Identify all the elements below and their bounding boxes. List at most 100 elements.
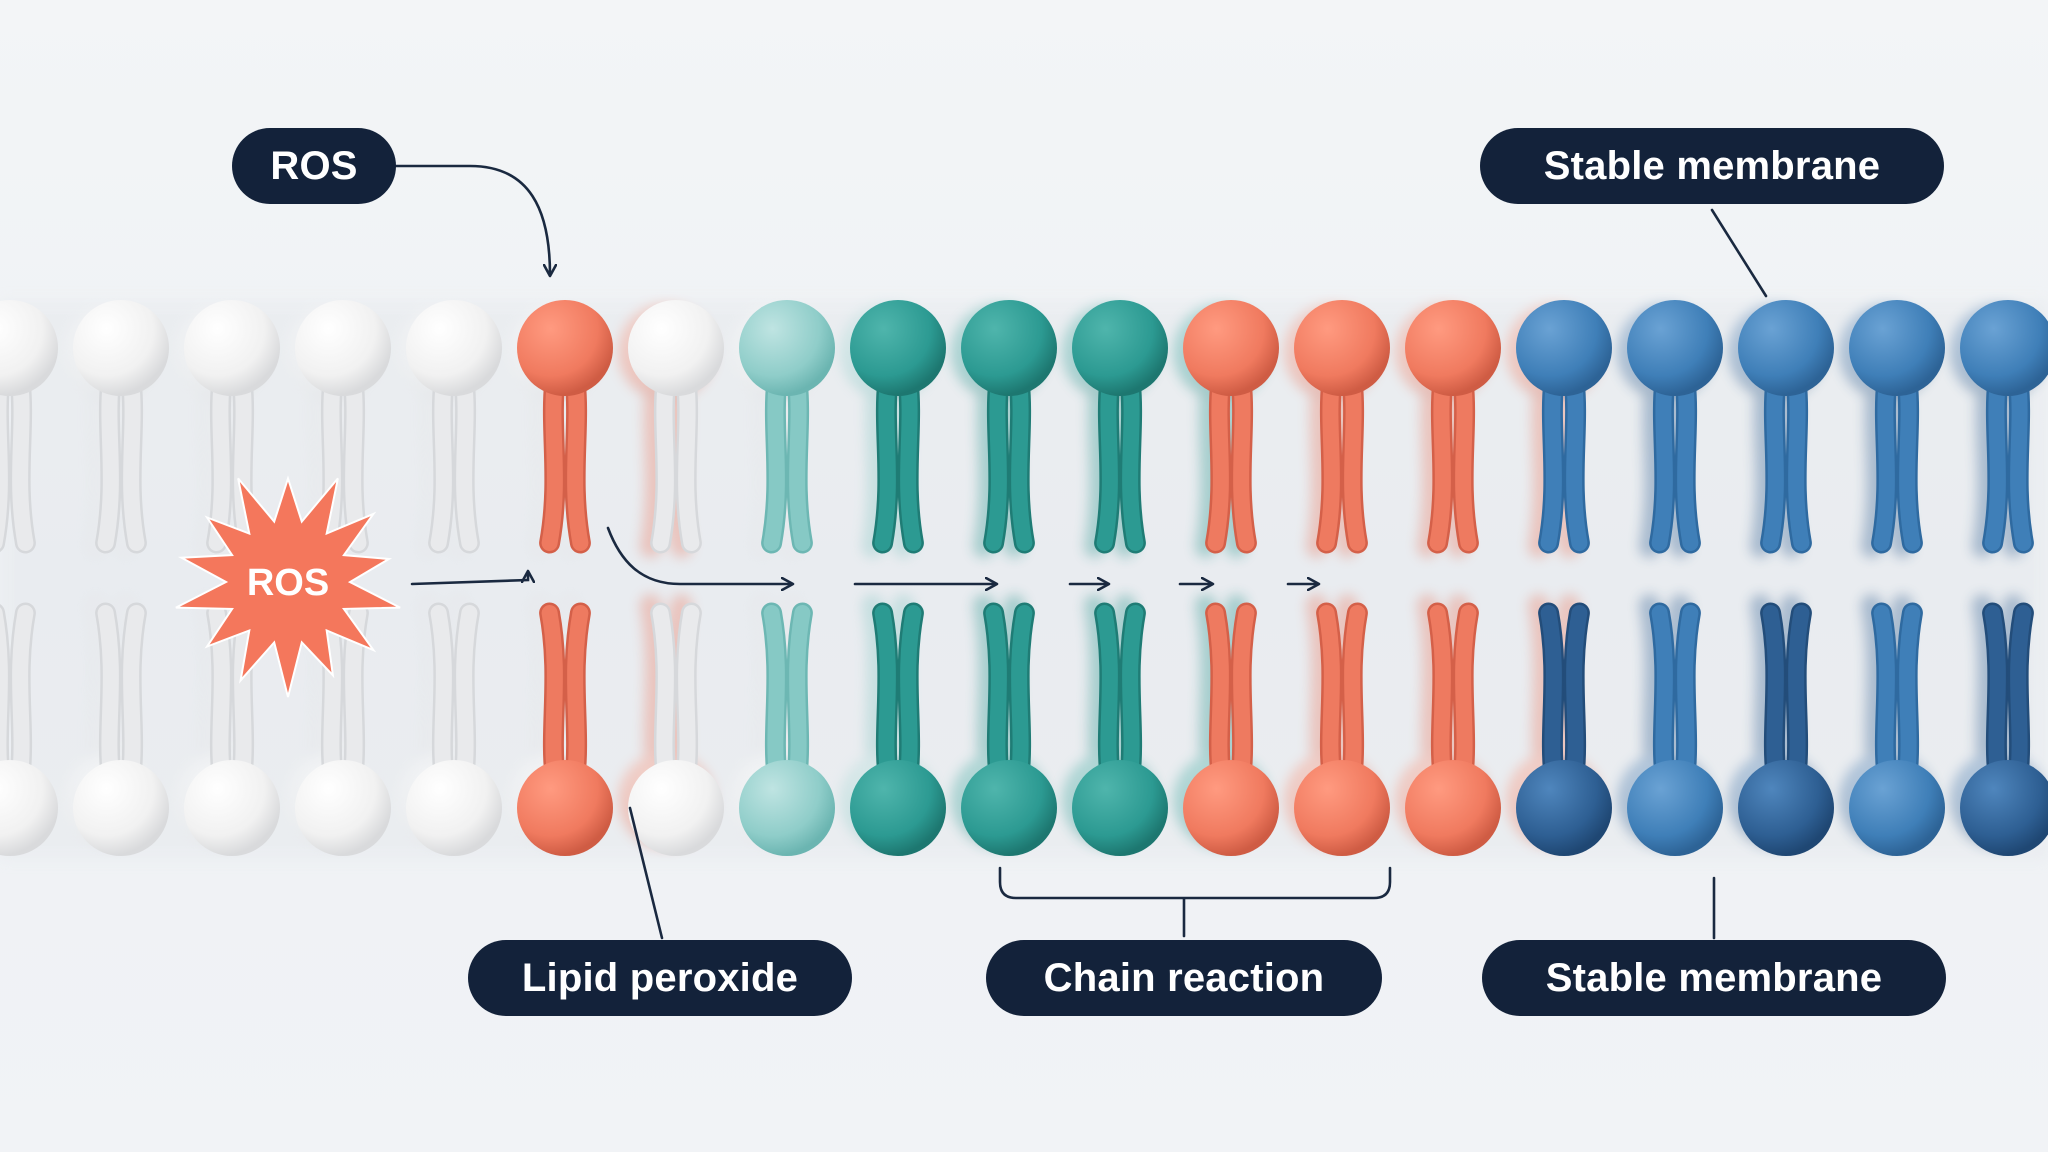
lipid-tail-highlight [1762,370,1785,551]
lipid-tail-highlight [788,605,811,786]
lipid-tail-highlight [788,370,811,551]
lipid-tail-highlight [97,605,120,786]
lipid-head [1960,300,2048,396]
lipid-tail-highlight [1121,370,1144,551]
lipid-tail-highlight [763,605,786,786]
lipid-head [1516,760,1612,856]
lipid-tail-highlight [319,370,342,551]
lipid-tail-highlight [1787,605,1810,786]
lipid-tail-highlight [455,370,478,551]
lipid-molecule-bottom-10 [1072,602,1168,856]
lipid-head [0,760,58,856]
lipid-head [961,300,1057,396]
lipid-tail-highlight [899,605,922,786]
lipid-tail-highlight [874,605,897,786]
lipid-tail-highlight [1762,605,1785,786]
lipid-molecule-bottom-15 [1627,602,1723,856]
lipid-head [184,760,280,856]
lipid-tail-highlight [1454,370,1477,551]
lipid-molecule-top-17 [1849,300,1945,554]
lipid-molecule-bottom-1 [73,602,169,856]
lipid-head [517,300,613,396]
lipid-tail-highlight [1454,605,1477,786]
lipid-molecule-bottom-9 [961,602,1057,856]
ros-burst-label: ROS [246,561,330,604]
lipid-head [1849,760,1945,856]
lipid-tail-highlight [455,605,478,786]
lipid-molecule-top-15 [1627,300,1723,554]
lipid-molecule-top-12 [1294,300,1390,554]
lipid-molecule-top-11 [1183,300,1279,554]
lipid-tail-highlight [899,370,922,551]
lipid-tail-highlight [1676,370,1699,551]
lipid-tail-highlight [1343,370,1366,551]
lipid-tail-highlight [677,370,700,551]
lipid-tail-highlight [1651,605,1674,786]
lipid-tail-highlight [2009,605,2032,786]
lipid-tail-highlight [566,605,589,786]
lipid-molecule-top-4 [406,300,502,554]
lipid-tail-highlight [97,370,120,551]
lipid-head [406,300,502,396]
lipid-molecule-bottom-5 [517,602,613,856]
lipid-tail-highlight [233,605,256,786]
lipid-tail-highlight [1565,605,1588,786]
lipid-tail-highlight [652,605,675,786]
lipid-tail-highlight [2009,370,2032,551]
lipid-tail-highlight [1207,605,1230,786]
lipid-head [1960,760,2048,856]
lipid-tail-highlight [122,605,145,786]
lipid-head [406,760,502,856]
lipid-molecule-bottom-14 [1516,602,1612,856]
lipid-molecule-bottom-3 [295,602,391,856]
lipid-molecule-bottom-17 [1849,602,1945,856]
lipid-tail-highlight [566,370,589,551]
annotation-arrows [388,164,1768,940]
lipid-molecule-top-10 [1072,300,1168,554]
lipid-head [1183,300,1279,396]
lipid-peroxide-connector [628,806,664,940]
lipid-head [1738,300,1834,396]
lipid-tail-highlight [1429,370,1452,551]
lipid-tail-highlight [1984,605,2007,786]
lipid-head [1849,300,1945,396]
lipid-molecule-top-2 [184,300,280,554]
lipid-head [739,760,835,856]
lipid-molecule-bottom-0 [0,602,58,856]
lipid-head [1738,760,1834,856]
lipid-tail-highlight [1873,370,1896,551]
lipid-head [295,760,391,856]
lipid-tail-highlight [1565,370,1588,551]
chain-arrow-1 [606,526,792,584]
ros-label-top: ROS [232,128,396,204]
lipid-molecule-bottom-7 [739,602,835,856]
lipid-tail-highlight [1984,370,2007,551]
lipid-tail-highlight [652,370,675,551]
lipid-molecule-top-13 [1405,300,1501,554]
lipid-molecule-bottom-6 [628,602,724,856]
lipid-head [1072,760,1168,856]
lipid-head [1294,760,1390,856]
lipid-molecule-top-9 [961,300,1057,554]
lipid-molecule-bottom-8 [850,602,946,856]
lipid-tail-highlight [122,370,145,551]
stable-membrane-label-bottom: Stable membrane [1482,940,1946,1016]
lipid-tail-highlight [11,370,34,551]
lipid-head [0,300,58,396]
lipid-molecule-top-6 [628,300,724,554]
lipid-tail-highlight [1318,370,1341,551]
lipid-molecule-top-0 [0,300,58,554]
lipid-tail-highlight [1096,605,1119,786]
lipid-tail-highlight [541,370,564,551]
lipid-head [1072,300,1168,396]
lipid-head [73,300,169,396]
lipid-tail-highlight [1898,605,1921,786]
lipid-molecule-bottom-13 [1405,602,1501,856]
lipid-tail-highlight [1676,605,1699,786]
lipid-molecule-top-18 [1960,300,2048,554]
lipid-tail-highlight [1898,370,1921,551]
lipid-head [850,760,946,856]
lipid-head [1627,300,1723,396]
lipid-tail-highlight [1232,605,1255,786]
